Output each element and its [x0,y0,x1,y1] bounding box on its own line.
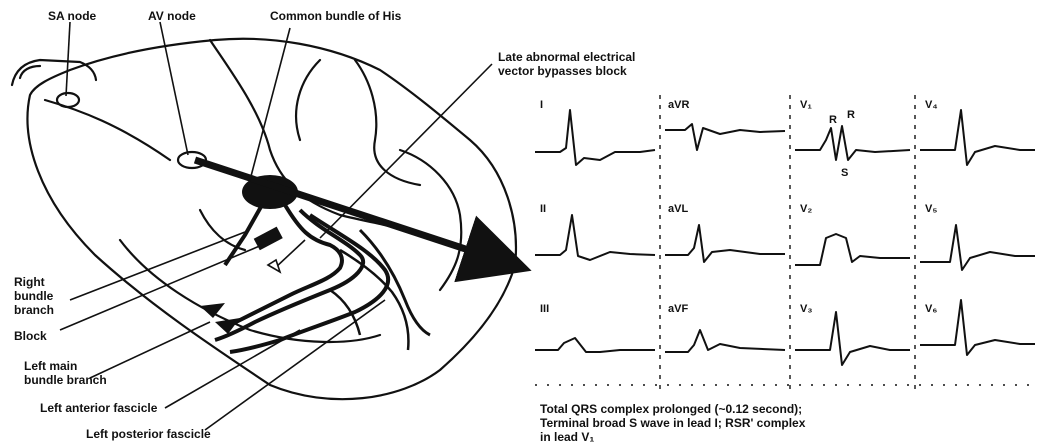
lead-label-V4: V₄ [925,99,938,111]
label-right-bundle-3: branch [14,303,54,317]
lead-label-aVF: aVF [668,303,688,315]
lead-label-V3: V₃ [800,303,812,315]
label-right-bundle-2: bundle [14,289,54,303]
ecg-trace-V2 [795,234,910,265]
caption-line-2: Terminal broad S wave in lead I; RSR' co… [540,416,806,430]
label-sa-node: SA node [48,9,97,23]
leader-left-main [90,322,210,378]
label-block: Block [14,329,47,343]
heart-illustration [12,39,516,399]
late-vector-path [360,230,430,335]
ecg-trace-aVL [665,225,785,262]
wave-label-S: S [841,167,848,179]
leader-sa-node [66,22,70,96]
ecg-trace-V4 [920,110,1035,165]
caption-line-3: in lead V₁ [540,430,594,444]
ecg-trace-V3 [795,312,910,365]
leader-block [60,245,262,330]
ecg-trace-V5 [920,225,1035,270]
label-late-vector-1: Late abnormal electrical [498,50,635,64]
leader-late-vector [320,64,492,238]
ecg-trace-II [535,215,655,260]
ecg-trace-III [535,338,655,352]
label-late-vector-2: vector bypasses block [498,64,627,78]
vessel-left-stub [20,66,40,78]
leader-av-node [160,22,188,155]
leader-common-bundle [250,28,290,180]
right-bundle-branch [225,205,262,265]
valve-flap-right [400,150,461,290]
ecg-trace-V1 [795,126,910,160]
wave-label-R: R [829,114,837,126]
label-right-bundle-1: Right [14,275,45,289]
lead-label-V2: V₂ [800,203,812,215]
lead-label-aVL: aVL [668,203,688,215]
atrium-line [45,100,170,160]
fascicle-arrowhead-1 [200,303,225,318]
leader-left-anterior [165,330,300,408]
label-av-node: AV node [148,9,196,23]
sa-node [57,93,79,107]
label-left-main-2: bundle branch [24,373,107,387]
ventricle-curve [296,60,320,140]
ecg-trace-aVF [665,330,785,352]
bypass-arrow [275,240,305,268]
lead-label-V6: V₆ [925,303,937,315]
label-left-anterior: Left anterior fascicle [40,401,158,415]
caption-line-1: Total QRS complex prolonged (~0.12 secon… [540,402,802,416]
bypass-arrowhead [268,260,280,272]
ecg-panel: I aVR V₁ V₄ R R S II aVL V₂ V₅ III aVF V… [535,95,1035,390]
caption: Total QRS complex prolonged (~0.12 secon… [540,402,806,444]
heart-outline [28,39,516,399]
label-left-posterior: Left posterior fascicle [86,427,211,441]
wave-label-R-prime: R [847,109,855,121]
lead-label-V5: V₅ [925,203,937,215]
lead-label-III: III [540,303,549,315]
lead-label-aVR: aVR [668,99,689,111]
lead-label-II: II [540,203,546,215]
ecg-trace-aVR [665,124,785,150]
lead-label-I: I [540,99,543,111]
leader-lines [60,22,492,430]
lead-label-V1: V₁ [800,99,812,111]
atrial-fold [355,60,420,185]
label-common-bundle: Common bundle of His [270,9,402,23]
vena-cava [12,60,96,85]
label-left-main-1: Left main [24,359,77,373]
ecg-trace-I [535,110,655,165]
